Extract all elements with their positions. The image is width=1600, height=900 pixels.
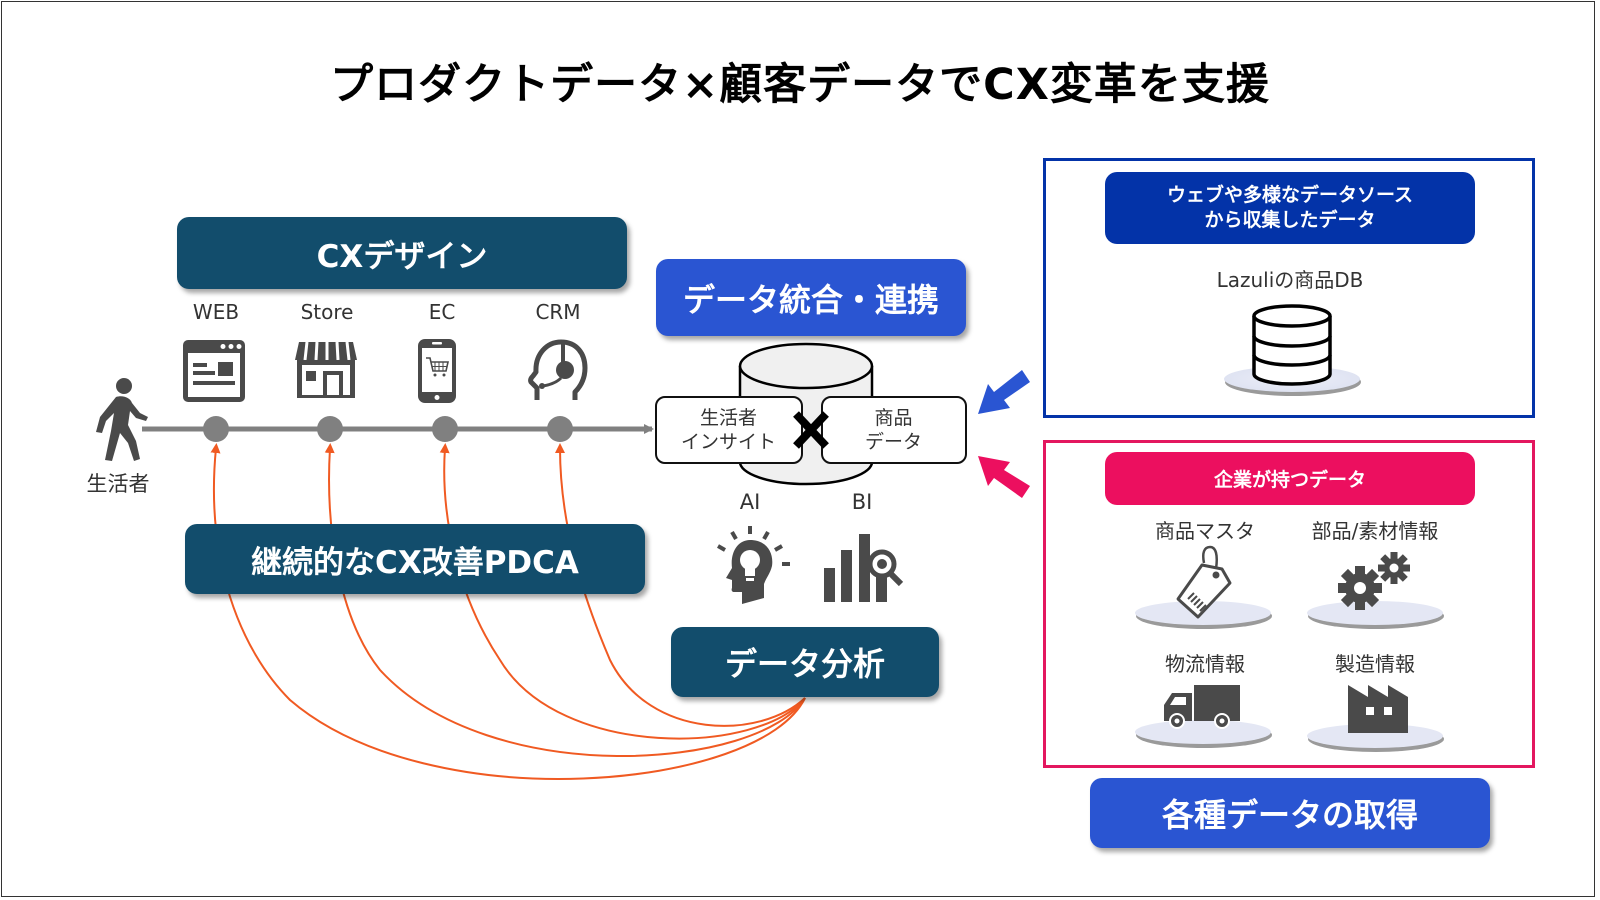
headset-operator-icon (528, 339, 588, 400)
consumer-label: 生活者 (86, 472, 150, 496)
feedback-curve-crm (555, 443, 806, 727)
walking-person-icon (96, 378, 148, 461)
inbound-arrow-pink-icon (978, 456, 1030, 498)
browser-window-icon (183, 340, 245, 402)
pedestal-manufacturing (1307, 724, 1444, 752)
storefront-icon (295, 341, 357, 398)
touchpoint-node-web (203, 416, 229, 442)
product-data-line1: 商品 (874, 407, 913, 429)
smartphone-cart-icon (418, 339, 456, 403)
external-data-header-line2: から収集したデータ (1204, 209, 1376, 231)
cx-design-label: CXデザイン (316, 238, 488, 275)
touchpoint-nodes (203, 416, 573, 442)
truck-icon (1164, 685, 1240, 729)
bi-chart-search-icon (824, 534, 904, 602)
data-integration-label: データ統合・連携 (682, 280, 939, 319)
bi-label: BI (851, 490, 873, 514)
channel-label-ec: EC (428, 300, 456, 324)
product-master-label: 商品マスタ (1155, 519, 1255, 543)
company-data-header-label: 企業が持つデータ (1213, 469, 1366, 491)
pedestal-parts (1307, 601, 1444, 629)
parts-material-label: 部品/素材情報 (1311, 519, 1439, 543)
product-data-line2: データ (864, 431, 922, 453)
product-database-icon (1224, 304, 1361, 396)
ai-lightbulb-head-icon (717, 526, 790, 604)
data-integration-banner: データ統合・連携 (656, 259, 966, 336)
external-data-header: ウェブや多様なデータソース から収集したデータ (1105, 172, 1475, 244)
data-acquisition-label: 各種データの取得 (1161, 796, 1418, 834)
cx-design-banner: CXデザイン (177, 217, 627, 289)
pdca-banner: 継続的なCX改善PDCA (185, 524, 645, 594)
multiply-cross-icon (793, 411, 829, 449)
data-acquisition-banner: 各種データの取得 (1090, 778, 1490, 848)
channel-label-crm: CRM (535, 300, 581, 324)
data-analysis-banner: データ分析 (671, 627, 939, 697)
touchpoint-node-crm (547, 416, 573, 442)
pedestal-logistics (1135, 720, 1272, 748)
consumer-insight-line1: 生活者 (699, 407, 757, 429)
pdca-label: 継続的なCX改善PDCA (251, 544, 579, 581)
logistics-label: 物流情報 (1165, 652, 1245, 676)
inbound-arrow-blue-icon (978, 370, 1030, 414)
channel-label-store: Store (300, 300, 354, 324)
consumer-insight-line2: インサイト (680, 431, 776, 453)
manufacturing-label: 製造情報 (1335, 652, 1415, 676)
data-analysis-label: データ分析 (724, 645, 885, 683)
gears-icon (1338, 552, 1410, 610)
lazuli-product-db-label: Lazuliの商品DB (1216, 268, 1364, 292)
touchpoint-node-ec (432, 416, 458, 442)
product-data-box: 商品 データ (821, 396, 967, 464)
factory-icon (1348, 685, 1408, 733)
price-tag-icon (1176, 545, 1232, 619)
external-data-header-line1: ウェブや多様なデータソース (1166, 184, 1414, 206)
channel-label-web: WEB (192, 300, 240, 324)
page-title: プロダクトデータ×顧客データでCX変革を支援 (330, 60, 1270, 110)
ai-label: AI (739, 490, 761, 514)
touchpoint-node-store (317, 416, 343, 442)
company-data-header: 企業が持つデータ (1105, 452, 1475, 505)
consumer-insight-box: 生活者 インサイト (655, 396, 803, 464)
